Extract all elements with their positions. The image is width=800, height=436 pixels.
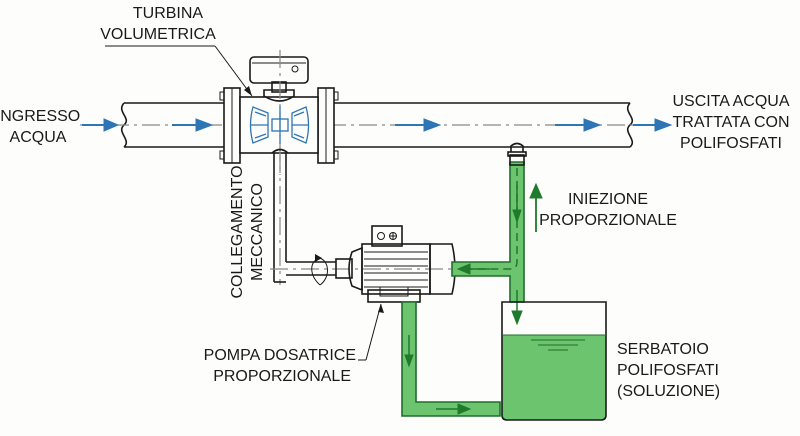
label-injection: INIEZIONE PROPORZIONALE	[539, 191, 677, 229]
pump-leader	[358, 303, 384, 361]
label-tank-line3: (SOLUZIONE)	[617, 383, 720, 400]
label-link-line2: MECCANICO	[249, 183, 266, 281]
label-turbine: TURBINA VOLUMETRICA	[100, 5, 216, 43]
flow-arrow-outlet	[633, 118, 673, 132]
turbine-leader	[105, 45, 253, 97]
flow-arrow-inlet	[82, 118, 120, 132]
arrow-left-to-pump	[456, 263, 490, 275]
label-turbine-line1: TURBINA	[133, 5, 204, 22]
label-inlet-line1: INGRESSO	[0, 108, 80, 125]
label-outlet: USCITA ACQUA TRATTATA CON POLIFOSFATI	[672, 93, 789, 152]
label-outlet-line1: USCITA ACQUA	[672, 93, 789, 110]
arrow-injection-up	[529, 182, 543, 232]
label-pump: POMPA DOSATRICE PROPORZIONALE	[204, 347, 356, 385]
label-tank-line2: POLIFOSFATI	[617, 362, 719, 379]
label-inlet-line2: ACQUA	[10, 129, 67, 146]
label-outlet-line2: TRATTATA CON	[672, 114, 789, 131]
label-link-line1: COLLEGAMENTO	[229, 165, 246, 298]
label-injection-line2: PROPORZIONALE	[539, 212, 677, 229]
arrow-right-suction	[436, 403, 472, 415]
dosing-pump	[348, 225, 456, 303]
turbine-meter	[219, 50, 339, 175]
solution-flow-arrows	[404, 182, 543, 415]
flow-arrow-3	[555, 118, 602, 132]
label-pump-line2: PROPORZIONALE	[213, 368, 351, 385]
flow-arrow-1	[172, 118, 214, 132]
mechanical-shaft	[270, 153, 520, 286]
arrow-down-injection	[512, 185, 522, 224]
label-outlet-line3: POLIFOSFATI	[680, 135, 782, 152]
water-flow-arrows	[82, 118, 673, 132]
rotation-arrow-icon	[315, 254, 322, 262]
solution-tank	[501, 301, 607, 421]
arrow-down-to-tank	[511, 290, 523, 326]
label-inlet: INGRESSO ACQUA	[0, 108, 80, 146]
label-turbine-line2: VOLUMETRICA	[100, 26, 216, 43]
label-mechanical-link: COLLEGAMENTO MECCANICO	[229, 165, 266, 298]
label-injection-line1: INIEZIONE	[568, 191, 648, 208]
label-tank-line1: SERBATOIO	[617, 341, 709, 358]
label-tank: SERBATOIO POLIFOSFATI (SOLUZIONE)	[617, 341, 720, 400]
label-pump-line1: POMPA DOSATRICE	[204, 347, 356, 364]
flow-arrow-2	[395, 118, 442, 132]
arrow-down-suction	[404, 335, 414, 368]
turbine-rotor	[249, 106, 310, 144]
